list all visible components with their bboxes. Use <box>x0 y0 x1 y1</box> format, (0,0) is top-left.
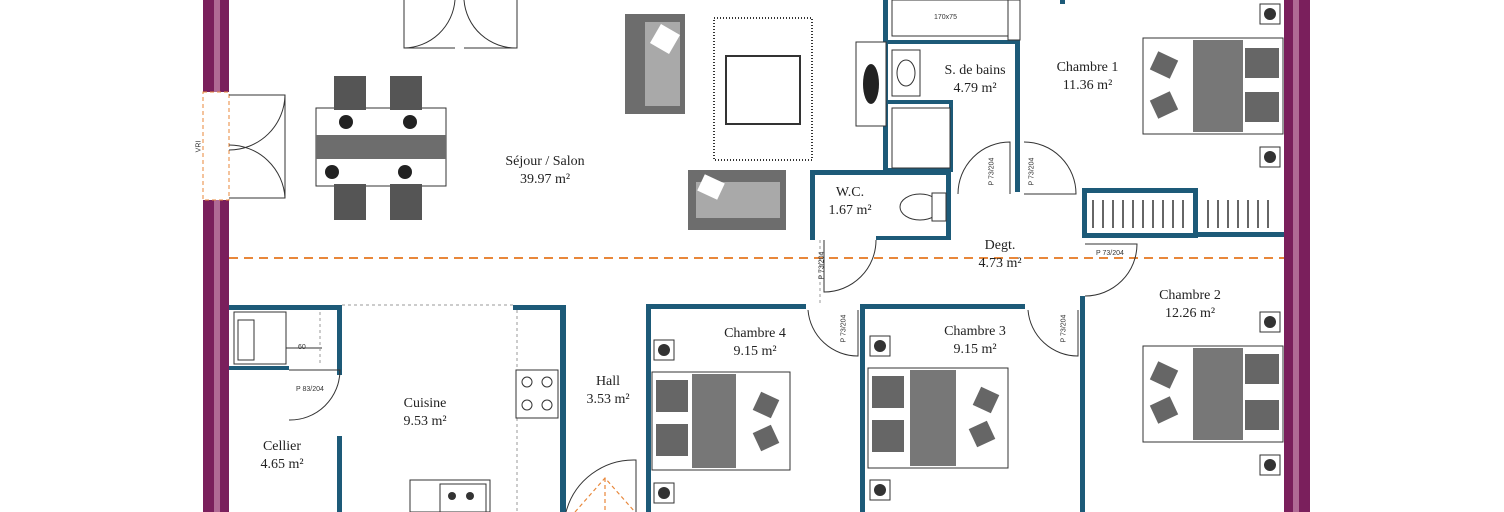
vri-label: VRI <box>195 140 203 153</box>
room-area: 4.73 m² <box>978 256 1022 271</box>
room-area: 1.67 m² <box>828 203 872 218</box>
room-bains: S. de bains 4.79 m² <box>930 62 1020 98</box>
room-area: 12.26 m² <box>1164 306 1216 321</box>
room-name: W.C. <box>835 185 865 200</box>
door-code-chambre3: P 73/204 <box>1060 314 1068 343</box>
door-code-degt-2: P 73/204 <box>1028 157 1036 186</box>
room-area: 9.15 m² <box>733 344 777 359</box>
room-name: Cellier <box>262 439 302 454</box>
furniture <box>233 0 1284 512</box>
room-area: 4.79 m² <box>953 81 997 96</box>
door-code-wc: P 73/204 <box>818 251 826 280</box>
room-area: 9.15 m² <box>953 342 997 357</box>
door-code-chambre4: P 73/204 <box>840 314 848 343</box>
door-code-degt-1: P 73/204 <box>988 157 996 186</box>
outer-walls <box>203 0 1310 512</box>
room-name: Chambre 2 <box>1159 288 1221 303</box>
room-hall: Hall 3.53 m² <box>572 373 644 409</box>
room-chambre2: Chambre 2 12.26 m² <box>1140 287 1240 323</box>
room-area: 11.36 m² <box>1062 78 1113 93</box>
room-area: 3.53 m² <box>586 392 630 407</box>
bathtub-size-label: 170x75 <box>934 14 957 21</box>
room-name: Hall <box>595 374 621 389</box>
room-chambre1: Chambre 1 11.36 m² <box>1040 59 1135 95</box>
room-name: Chambre 3 <box>944 324 1006 339</box>
room-area: 9.53 m² <box>403 414 447 429</box>
room-sejour: Séjour / Salon 39.97 m² <box>480 153 610 189</box>
entry-lines <box>574 477 636 512</box>
room-area: 4.65 m² <box>260 457 304 472</box>
room-name: Séjour / Salon <box>505 154 585 169</box>
room-degt: Degt. 4.73 m² <box>960 237 1040 273</box>
doors <box>288 0 1138 512</box>
patio-door <box>202 91 286 201</box>
interior-walls <box>229 0 1284 512</box>
appliance-60-label: 60 <box>298 344 306 351</box>
room-name: Cuisine <box>403 396 447 411</box>
room-chambre4: Chambre 4 9.15 m² <box>705 325 805 361</box>
room-wc: W.C. 1.67 m² <box>815 184 885 220</box>
door-code-chambre2: P 73/204 <box>1096 250 1124 257</box>
room-name: Chambre 4 <box>724 326 786 341</box>
room-cellier: Cellier 4.65 m² <box>242 438 322 474</box>
room-cuisine: Cuisine 9.53 m² <box>385 395 465 431</box>
room-area: 39.97 m² <box>519 172 571 187</box>
room-name: S. de bains <box>944 63 1006 78</box>
room-name: Degt. <box>984 238 1016 253</box>
room-chambre3: Chambre 3 9.15 m² <box>925 323 1025 359</box>
door-code-cellier: P 83/204 <box>296 386 324 393</box>
room-name: Chambre 1 <box>1056 60 1119 75</box>
